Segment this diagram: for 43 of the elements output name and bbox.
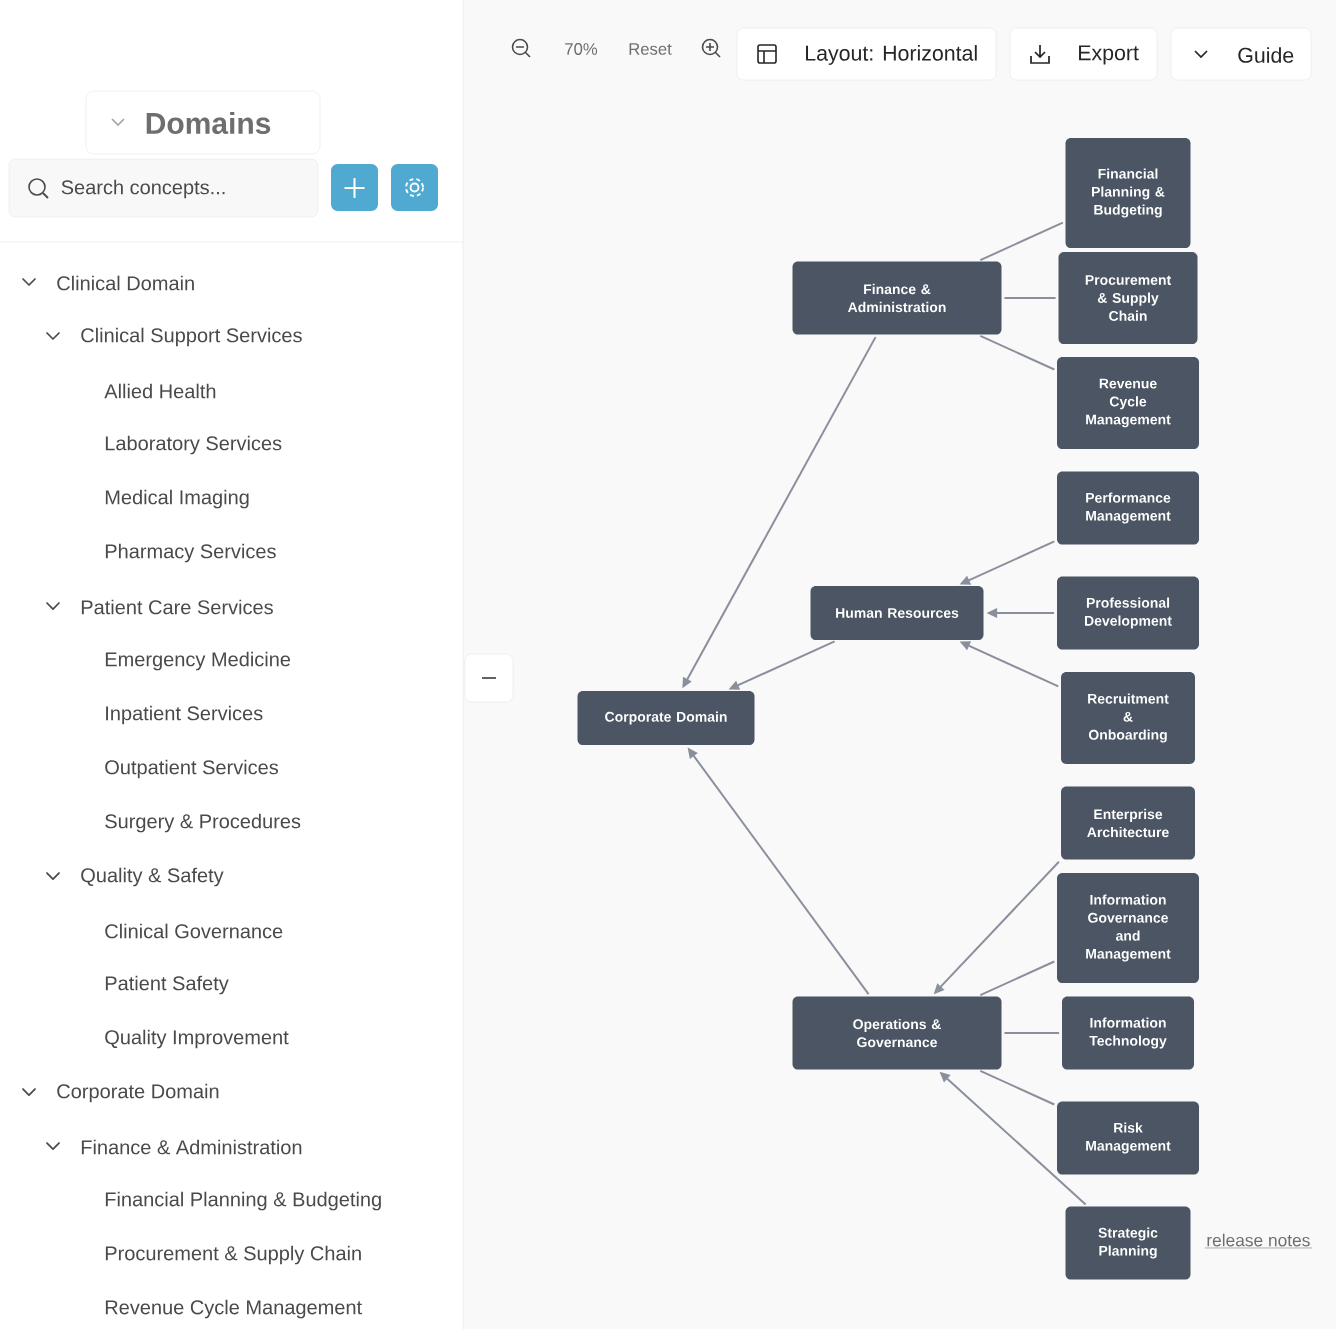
process-box: Strategic Planning [1065, 1206, 1191, 1280]
process-box: Finance & Administration [792, 261, 1002, 335]
tree-item: Inpatient Services [106, 705, 263, 725]
process-box: Procurement & Supply Chain [1058, 252, 1198, 344]
process-box: Recruitment & Onboarding [1061, 672, 1195, 764]
tree-item: Patient Care Services [81, 599, 273, 615]
tree-item: Procurement & Supply Chain [105, 1245, 361, 1265]
tree-item: Clinical Domain [57, 275, 194, 291]
tree-item: Patient Safety [105, 975, 229, 995]
process-box: Corporate Domain [577, 691, 755, 745]
toolbar-button: Guide [1170, 27, 1312, 81]
process-box: Revenue Cycle Management [1057, 357, 1199, 449]
search-field: Search concepts... [8, 158, 319, 218]
tree-item: Emergency Medicine [105, 651, 291, 671]
tree-item: Allied Health [104, 383, 216, 399]
tree-item: Finance & Administration [81, 1139, 302, 1155]
tree-item: Quality Improvement [105, 1029, 289, 1049]
tree-item: Outpatient Services [105, 759, 279, 779]
process-box: Financial Planning & Budgeting [1065, 138, 1191, 248]
zoom-level: 70% [565, 43, 598, 55]
process-box: Professional Development [1057, 576, 1199, 650]
process-box: Human Resources [810, 586, 984, 640]
tree-item: Quality & Safety [81, 867, 224, 887]
toolbar-button: Export [1009, 27, 1158, 81]
tree-item: Medical Imaging [105, 489, 249, 509]
tree-item: Surgery & Procedures [105, 813, 301, 833]
tree-item: Clinical Governance [105, 923, 283, 939]
process-box: Enterprise Architecture [1061, 786, 1195, 860]
process-box: Information Technology [1062, 996, 1194, 1070]
reset-link: Reset [629, 43, 672, 55]
process-box: Performance Management [1057, 471, 1199, 545]
tree-item: Clinical Support Services [81, 327, 302, 347]
tree-item: Pharmacy Services [105, 543, 276, 563]
toolbar-button: Layout: Horizontal [736, 27, 997, 81]
tree-item: Financial Planning & Budgeting [105, 1191, 381, 1211]
dropdown-button: Domains [85, 90, 321, 155]
release-notes-link: release notes [1204, 1233, 1313, 1249]
tree-item: Corporate Domain [57, 1083, 219, 1103]
process-box: Operations & Governance [792, 996, 1002, 1070]
process-box: Information Governance and Management [1057, 873, 1199, 983]
tree-item: Laboratory Services [105, 435, 282, 455]
tree-item: Revenue Cycle Management [105, 1299, 362, 1319]
process-box: Risk Management [1057, 1101, 1199, 1175]
